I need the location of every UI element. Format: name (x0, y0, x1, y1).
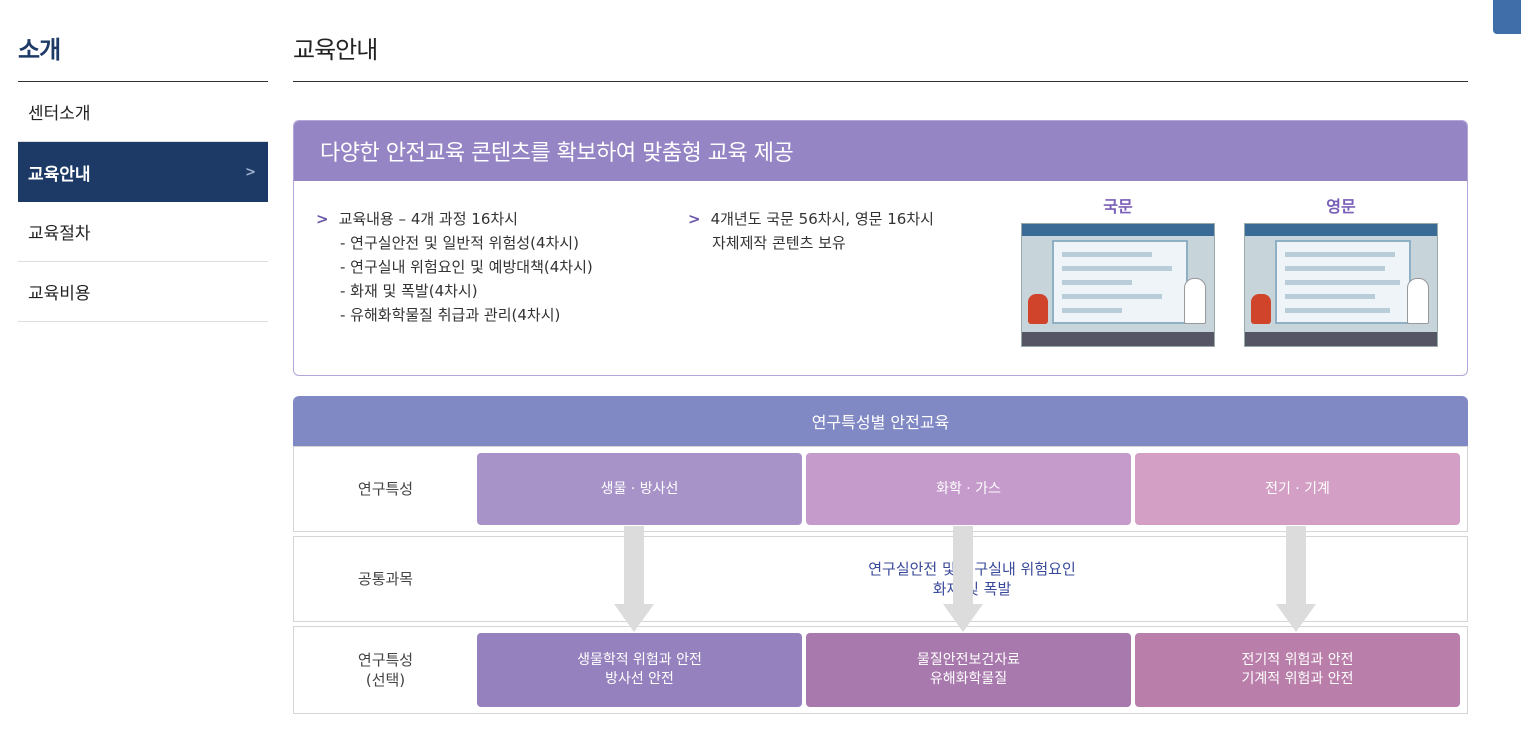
category-electric-mechanical[interactable]: 전기 · 기계 (1135, 453, 1460, 525)
elective-line2: 유해화학물질 (929, 671, 1008, 687)
main-content: 교육안내 다양한 안전교육 콘텐츠를 확보하여 맞춤형 교육 제공 > 교육내용 … (293, 30, 1468, 714)
course-sub-item: - 연구실내 위험요인 및 예방대책(4차시) (340, 258, 593, 276)
common-course-row: 공통과목 연구실안전 및 연구실내 위험요인 화재 및 폭발 (293, 536, 1468, 622)
elective-line2: 방사선 안전 (605, 671, 674, 687)
elective-electric[interactable]: 전기적 위험과 안전 기계적 위험과 안전 (1135, 633, 1460, 707)
curriculum-card: 연구특성별 안전교육 연구특성 생물 · 방사선 화학 · 가스 전기 · 기계… (293, 396, 1468, 714)
korean-screenshot: 국문 (1021, 193, 1215, 347)
sidebar-item-label: 교육절차 (28, 224, 91, 244)
overview-card: 다양한 안전교육 콘텐츠를 확보하여 맞춤형 교육 제공 > 교육내용 – 4개 … (293, 120, 1468, 376)
elective-line2: 기계적 위험과 안전 (1241, 671, 1354, 687)
research-type-row: 연구특성 생물 · 방사선 화학 · 가스 전기 · 기계 (293, 446, 1468, 532)
elective-chemical[interactable]: 물질안전보건자료 유해화학물질 (806, 633, 1131, 707)
sidebar-title: 소개 (18, 30, 268, 82)
page-title: 교육안내 (293, 30, 1468, 82)
row-label-line2: (선택) (365, 671, 406, 689)
course-sub-item: - 화재 및 폭발(4차시) (340, 282, 478, 300)
arrow-down-icon (943, 526, 983, 632)
elective-line1: 전기적 위험과 안전 (1241, 652, 1354, 668)
chevron-right-icon: > (245, 164, 256, 180)
category-chemical-gas[interactable]: 화학 · 가스 (806, 453, 1131, 525)
overview-heading: 다양한 안전교육 콘텐츠를 확보하여 맞춤형 교육 제공 (294, 121, 1467, 181)
korean-screenshot-image (1021, 223, 1215, 347)
sidebar-item-education-procedure[interactable]: 교육절차 (18, 202, 268, 262)
content-stock-line1: 4개년도 국문 56차시, 영문 16차시 (710, 210, 934, 228)
row-label-line1: 연구특성 (357, 651, 414, 669)
robot-character-icon (1028, 294, 1048, 324)
chevron-right-icon: > (316, 210, 329, 228)
category-bio-radiation[interactable]: 생물 · 방사선 (477, 453, 802, 525)
curriculum-heading: 연구특성별 안전교육 (293, 396, 1468, 446)
sidebar-item-label: 교육비용 (28, 284, 91, 304)
course-content-list: > 교육내용 – 4개 과정 16차시 - 연구실안전 및 일반적 위험성(4차시… (316, 207, 593, 327)
sidebar: 소개 센터소개 교육안내 > 교육절차 교육비용 (18, 30, 268, 322)
arrow-down-icon (614, 526, 654, 632)
sidebar-item-label: 교육안내 (28, 164, 91, 185)
sidebar-item-center-intro[interactable]: 센터소개 (18, 82, 268, 142)
sidebar-item-education-guide[interactable]: 교육안내 > (18, 142, 268, 202)
corner-tab[interactable] (1493, 0, 1521, 34)
row-label: 연구특성 (선택) (294, 627, 477, 713)
content-stock-line2: 자체제작 콘텐츠 보유 (712, 234, 846, 252)
english-screenshot-image (1244, 223, 1438, 347)
elective-row: 연구특성 (선택) 생물학적 위험과 안전 방사선 안전 물질안전보건자료 유해… (293, 626, 1468, 714)
robot-character-icon (1251, 294, 1271, 324)
english-label: 영문 (1326, 197, 1356, 216)
elective-line1: 물질안전보건자료 (916, 652, 1021, 668)
sidebar-item-education-cost[interactable]: 교육비용 (18, 262, 268, 322)
chevron-right-icon: > (688, 210, 701, 228)
doctor-character-icon (1407, 278, 1429, 324)
arrow-down-icon (1276, 526, 1316, 632)
elective-line1: 생물학적 위험과 안전 (577, 652, 702, 668)
elective-bio[interactable]: 생물학적 위험과 안전 방사선 안전 (477, 633, 802, 707)
course-sub-item: - 연구실안전 및 일반적 위험성(4차시) (340, 234, 579, 252)
course-sub-item: - 유해화학물질 취급과 관리(4차시) (340, 306, 561, 324)
korean-label: 국문 (1103, 197, 1133, 216)
row-label: 연구특성 (357, 480, 414, 498)
row-label: 공통과목 (357, 570, 414, 588)
content-stock-info: >4개년도 국문 56차시, 영문 16차시 자체제작 콘텐츠 보유 (688, 207, 934, 255)
course-content-main: 교육내용 – 4개 과정 16차시 (338, 210, 518, 228)
doctor-character-icon (1184, 278, 1206, 324)
english-screenshot: 영문 (1244, 193, 1438, 347)
sidebar-item-label: 센터소개 (28, 104, 91, 124)
